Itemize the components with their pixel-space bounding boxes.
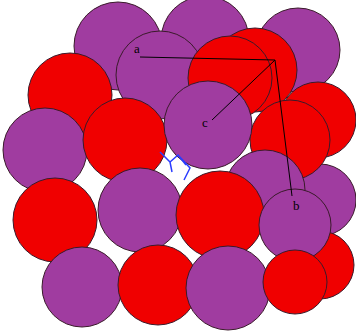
sphere: [98, 168, 182, 252]
sphere: [83, 98, 167, 182]
sphere: [42, 247, 122, 327]
point-label: c: [202, 116, 208, 129]
point-label: a: [134, 42, 140, 55]
axis-mark: [160, 152, 190, 180]
sphere: [263, 250, 327, 314]
edge-line: [212, 60, 275, 120]
sphere: [176, 171, 264, 259]
edge-line: [140, 57, 275, 60]
edge-line: [275, 60, 292, 196]
sphere: [186, 246, 270, 330]
point-label: b: [293, 199, 300, 212]
